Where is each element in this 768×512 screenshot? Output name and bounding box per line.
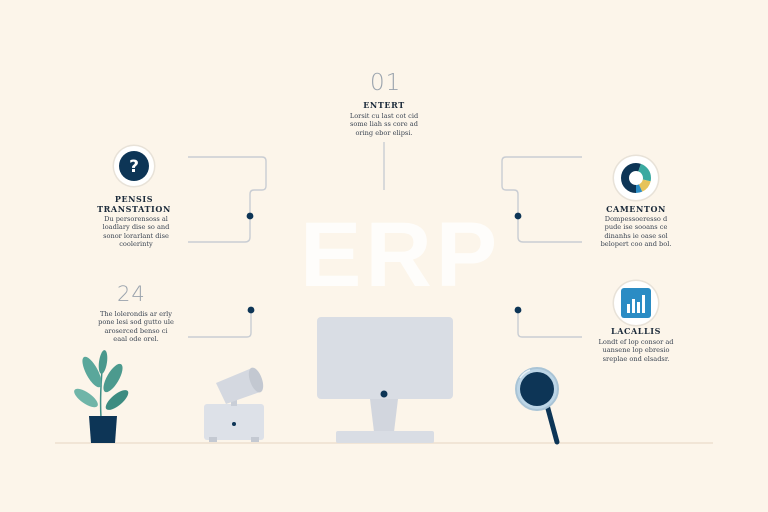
left-upper-node-dot xyxy=(246,212,254,220)
text-line: The lolerondis ar erly xyxy=(100,310,172,318)
right-lower-title: LACALLIS xyxy=(611,326,661,336)
top-node-text: Lorsit cu last cot cid some liah ss core… xyxy=(314,112,454,137)
left-upper-icon-badge: ? xyxy=(114,146,154,186)
svg-text:?: ? xyxy=(129,157,139,177)
text-line: eaal ode orel. xyxy=(113,335,159,344)
text-line: aroserced benso ci xyxy=(104,326,168,335)
left-upper-text: Du persorensoss al loadlary dise so and … xyxy=(76,215,196,249)
text-line: sonor lorarlant dise xyxy=(103,231,169,240)
left-lower-node-dot xyxy=(247,306,255,314)
text-line: Dompessoeresso d xyxy=(604,215,668,223)
text-line: pude ise sooans ce xyxy=(604,223,668,232)
magnifier-illustration xyxy=(515,367,560,445)
right-upper-node-dot xyxy=(514,212,522,220)
left-lower-connector xyxy=(188,310,252,338)
right-upper-icon-badge xyxy=(614,156,658,200)
text-line: Du persorensoss al xyxy=(104,215,168,223)
text-line: Lorsit cu last cot cid xyxy=(349,112,419,120)
left-upper-connector xyxy=(188,156,267,216)
left-upper-title-line1: PENSIS xyxy=(114,194,154,204)
text-line: dinanhs ie oase sol xyxy=(604,231,668,240)
text-line: uansene lop ebresio xyxy=(602,346,670,355)
text-line: pone lesi sod gutto ule xyxy=(98,318,174,327)
top-node-title: ENTERT xyxy=(363,100,405,110)
bar-chart-icon xyxy=(621,288,651,318)
donut-chart-icon xyxy=(621,163,651,193)
left-lower-number: 24 xyxy=(117,282,146,306)
right-upper-title: CAMENTON xyxy=(606,204,666,214)
right-lower-node-dot xyxy=(514,306,522,314)
text-line: coolerinty xyxy=(119,240,153,249)
right-lower-connector xyxy=(517,310,582,338)
erp-watermark: ERP xyxy=(300,204,502,306)
computer-monitor-illustration xyxy=(317,317,453,443)
left-upper-title-line2: TRANSTATION xyxy=(97,204,171,214)
question-mark-icon: ? xyxy=(119,151,149,181)
left-lower-text: The lolerondis ar erly pone lesi sod gut… xyxy=(80,310,192,344)
top-node-number: 01 xyxy=(370,70,402,96)
right-upper-text: Dompessoeresso d pude ise sooans ce dina… xyxy=(574,215,698,249)
right-lower-icon-badge xyxy=(614,281,658,325)
right-lower-text: Londt ef lop consor ad uansene lop ebres… xyxy=(576,338,696,363)
text-line: sreplae ond elsadsr. xyxy=(602,354,670,363)
right-upper-connector-lower xyxy=(517,216,582,243)
right-upper-connector xyxy=(501,156,582,216)
text-line: some liah ss core ad xyxy=(350,120,418,129)
text-line: loadlary dise so and xyxy=(102,223,170,232)
left-upper-connector-lower xyxy=(188,216,251,243)
plant-illustration xyxy=(74,350,129,443)
text-line: Londt ef lop consor ad xyxy=(598,338,674,346)
speaker-device-illustration xyxy=(204,367,264,442)
text-line: belopert coo and bol. xyxy=(600,240,672,249)
text-line: oring ebor elipsi. xyxy=(355,128,413,137)
